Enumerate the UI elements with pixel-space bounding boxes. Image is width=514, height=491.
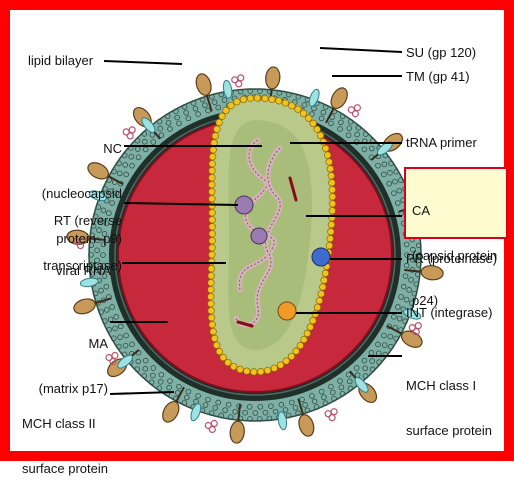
label-mch-class-i-line1: MCH class I [406,378,492,393]
label-ca: CA (capsid protein p24) [412,173,497,323]
label-ma-line1: MA [10,336,108,351]
label-tm: TM (gp 41) [406,69,470,84]
label-mch-class-ii-line2: surface protein [22,461,108,476]
int-enzyme [278,302,296,320]
rt-enzyme-2 [251,228,267,244]
label-pr: PR (proteinase) [406,251,497,266]
label-mch-class-ii: MCH class II surface protein [22,386,108,491]
leader-su [320,48,402,52]
label-lipid-bilayer: lipid bilayer [28,53,93,68]
label-viral-rna: viral RNA [56,263,111,278]
label-mch-class-i: MCH class I surface protein [406,348,492,453]
label-mch-class-i-line2: surface protein [406,423,492,438]
label-mch-class-ii-line1: MCH class II [22,416,108,431]
leader-lipid-bilayer [104,61,182,64]
label-nc-line1: NC [10,141,122,156]
label-ca-line1: CA [412,203,497,218]
label-trna-primer: tRNA primer [406,135,477,150]
virion [66,66,444,444]
label-int: INT (integrase) [406,305,492,320]
label-su: SU (gp 120) [406,45,476,60]
pr-enzyme [312,248,330,266]
label-rt-line1: RT (reverse [10,213,122,228]
